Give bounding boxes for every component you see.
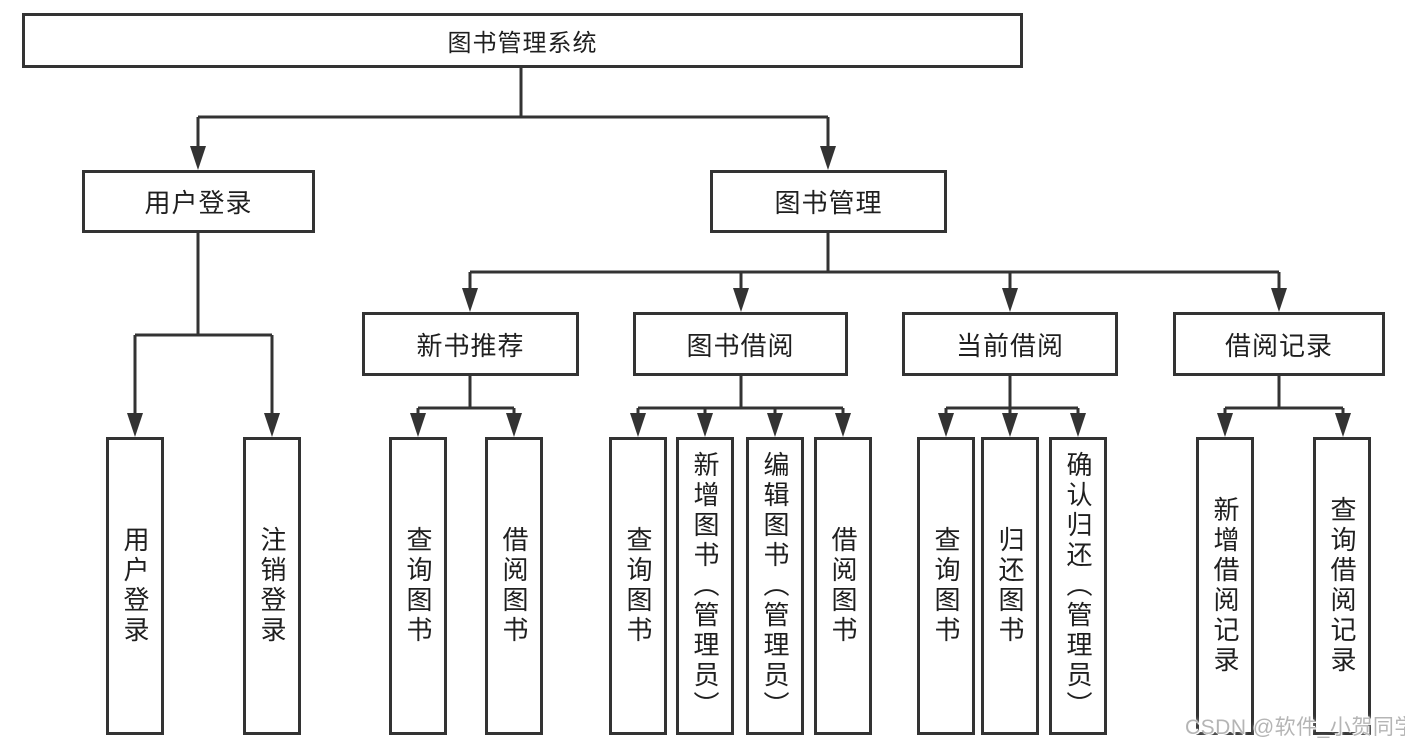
leaf-query-books-current: 查询图书 xyxy=(917,437,975,735)
connector-borrow-records-children xyxy=(1223,376,1345,418)
arrowheads-current-borrowing-children xyxy=(938,413,1086,437)
node-label: 新增借阅记录 xyxy=(1210,496,1240,676)
leaf-query-books-recommend: 查询图书 xyxy=(389,437,447,735)
node-book-management: 图书管理 xyxy=(710,170,947,233)
leaf-borrow-books-borrowing: 借阅图书 xyxy=(814,437,872,735)
node-borrow-records: 借阅记录 xyxy=(1173,312,1385,376)
node-label: 编辑图书（管理员） xyxy=(760,451,790,721)
arrowheads-user-login-children xyxy=(127,413,280,437)
node-label: 确认归还（管理员） xyxy=(1063,451,1093,721)
node-label: 新书推荐 xyxy=(416,330,525,361)
connector-book-management-children xyxy=(468,233,1281,292)
leaf-logout: 注销登录 xyxy=(243,437,301,735)
node-new-book-recommendation: 新书推荐 xyxy=(362,312,579,376)
leaf-query-borrow-record: 查询借阅记录 xyxy=(1313,437,1371,735)
leaf-return-books: 归还图书 xyxy=(981,437,1039,735)
node-label: 当前借阅 xyxy=(955,330,1064,361)
connector-book-borrowing-children xyxy=(636,376,845,418)
node-book-borrowing: 图书借阅 xyxy=(633,312,848,376)
leaf-user-login: 用户登录 xyxy=(106,437,164,735)
arrowheads-level2 xyxy=(190,146,836,170)
connector-root-to-level2 xyxy=(196,68,830,150)
leaf-borrow-books-recommend: 借阅图书 xyxy=(485,437,543,735)
connector-user-login-children xyxy=(133,233,274,416)
node-label: 查询借阅记录 xyxy=(1327,496,1357,676)
node-user-login: 用户登录 xyxy=(82,170,315,233)
arrowheads-level3 xyxy=(462,288,1287,312)
csdn-watermark: CSDN @软件_小贺同学 xyxy=(1185,716,1405,739)
node-label: 借阅图书 xyxy=(828,526,858,646)
node-current-borrowing: 当前借阅 xyxy=(902,312,1118,376)
node-label: 用户登录 xyxy=(120,526,150,646)
node-label: 用户登录 xyxy=(144,188,253,218)
node-label: 图书管理系统 xyxy=(447,30,598,57)
leaf-add-books-admin: 新增图书（管理员） xyxy=(676,437,734,735)
leaf-add-borrow-record: 新增借阅记录 xyxy=(1196,437,1254,735)
node-label: 查询图书 xyxy=(403,526,433,646)
node-label: 新增图书（管理员） xyxy=(690,451,720,721)
node-label: 查询图书 xyxy=(931,526,961,646)
connector-current-borrowing-children xyxy=(944,376,1080,418)
node-library-management-system: 图书管理系统 xyxy=(22,13,1023,68)
arrowheads-borrow-records-children xyxy=(1217,413,1351,437)
leaf-edit-books-admin: 编辑图书（管理员） xyxy=(746,437,804,735)
arrowheads-book-borrowing-children xyxy=(630,413,851,437)
node-label: 归还图书 xyxy=(995,526,1025,646)
node-label: 查询图书 xyxy=(623,526,653,646)
arrowheads-new-book-children xyxy=(410,413,522,437)
node-label: 借阅记录 xyxy=(1224,330,1333,361)
connector-new-book-children xyxy=(416,376,516,418)
node-label: 图书管理 xyxy=(774,188,883,218)
node-label: 借阅图书 xyxy=(499,526,529,646)
leaf-query-books-borrowing: 查询图书 xyxy=(609,437,667,735)
node-label: 注销登录 xyxy=(257,526,287,646)
leaf-confirm-return-admin: 确认归还（管理员） xyxy=(1049,437,1107,735)
node-label: 图书借阅 xyxy=(686,330,795,361)
